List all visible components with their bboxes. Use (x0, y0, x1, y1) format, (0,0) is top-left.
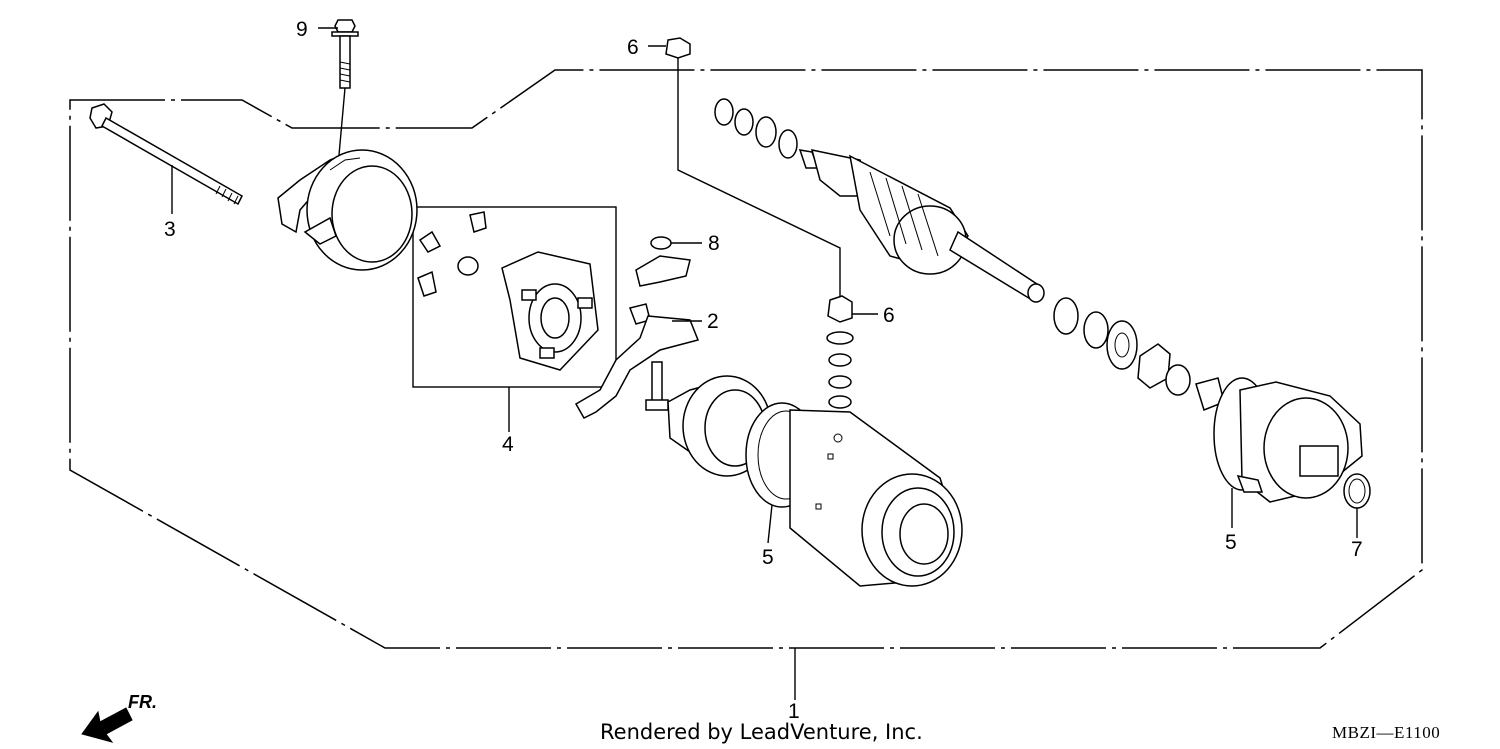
brush-holder-parts[interactable] (417, 211, 599, 371)
armature-washers-top[interactable] (714, 98, 798, 159)
callout-6-top: 6 (627, 36, 639, 59)
leader-lines (171, 27, 1358, 700)
callout-8: 8 (708, 232, 720, 255)
bolt-part[interactable] (331, 19, 359, 89)
through-bolt-part[interactable] (89, 103, 243, 206)
callout-6-stack: 6 (883, 304, 895, 327)
insulator-part[interactable] (635, 255, 691, 287)
callout-5-yoke: 5 (762, 546, 774, 569)
armature-washers-bottom[interactable] (1053, 297, 1138, 370)
callout-7: 7 (1351, 538, 1363, 561)
nut-stack-part[interactable] (826, 295, 854, 409)
front-direction-label: FR. (128, 692, 157, 712)
callout-2: 2 (707, 310, 719, 333)
rear-cover-part[interactable] (277, 149, 418, 271)
callout-9: 9 (296, 18, 308, 41)
brush-terminal-part[interactable] (574, 303, 700, 419)
nut-top-part[interactable] (665, 37, 691, 59)
callout-1: 1 (788, 700, 800, 723)
callout-3: 3 (164, 218, 176, 241)
callout-4: 4 (502, 433, 514, 456)
washer-part[interactable] (650, 236, 672, 250)
seal-inner (1348, 478, 1366, 504)
footer-credit: Rendered by LeadVenture, Inc. (600, 720, 923, 744)
footer-diagram-code: MBZI—E1100 (1332, 723, 1440, 742)
front-direction-arrow-icon (81, 707, 133, 743)
armature-part[interactable] (798, 149, 1045, 303)
front-cover-part[interactable] (1236, 381, 1363, 503)
front-direction-indicator: FR. (81, 692, 157, 743)
brush-holder-box (412, 206, 617, 388)
yoke-part[interactable] (789, 409, 963, 587)
gear-parts[interactable] (1137, 343, 1225, 411)
assembly-outline (69, 69, 1423, 649)
callout-5-cover: 5 (1225, 531, 1237, 554)
